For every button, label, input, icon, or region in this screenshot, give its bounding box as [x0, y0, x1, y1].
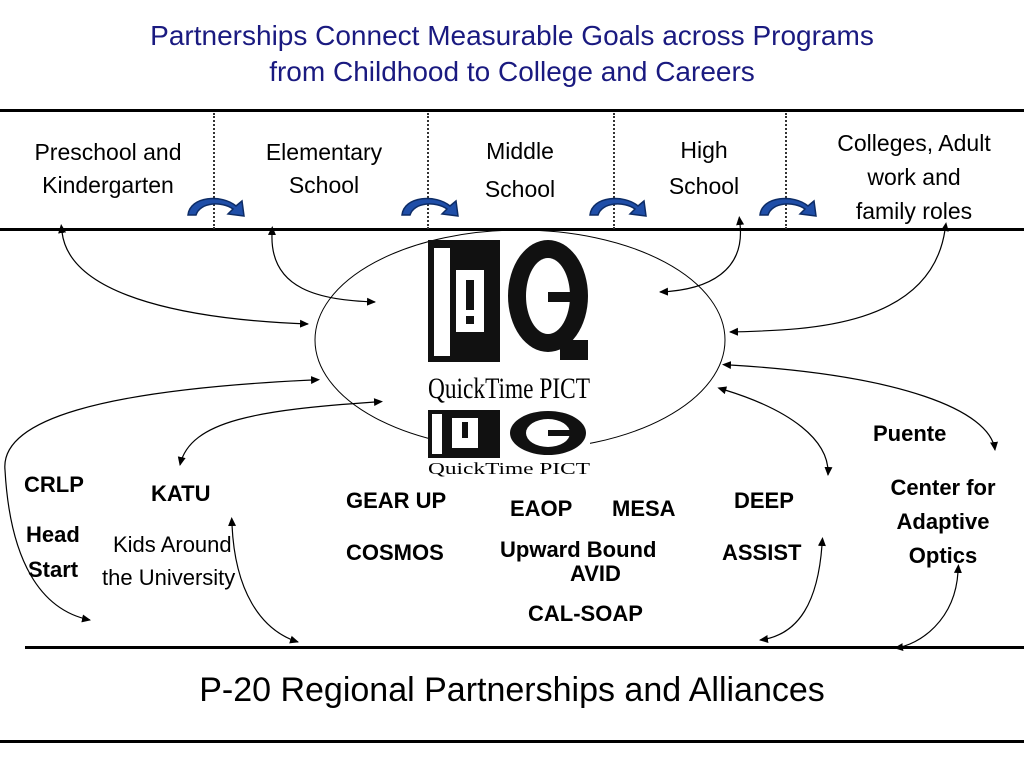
- program-puente: Puente: [873, 421, 947, 446]
- program-avid: AVID: [570, 561, 621, 586]
- connector-arrow: [722, 361, 998, 451]
- stage-preschool: Preschool and Kindergarten: [34, 139, 182, 198]
- program-kids-around-line1: Kids Around: [113, 532, 232, 557]
- footer-bottom-rule: [0, 740, 1024, 743]
- program-crlp: CRLP: [24, 472, 84, 497]
- stage-elementary: Elementary School: [265, 139, 383, 198]
- transition-arrow-icon: [759, 197, 817, 217]
- transition-arrow-icon: [589, 197, 647, 217]
- title-line-1: Partnerships Connect Measurable Goals ac…: [150, 20, 874, 51]
- connector-arrow: [729, 222, 949, 336]
- program-mesa: MESA: [612, 496, 676, 521]
- connector-arrow: [659, 216, 745, 296]
- program-eaop: EAOP: [510, 496, 573, 521]
- stage-college: Colleges, Adult work and family roles: [837, 130, 991, 224]
- program-upward-bound: Upward Bound: [500, 537, 657, 562]
- program-cosmos: COSMOS: [346, 540, 444, 565]
- program-head-start-line1: Head: [26, 522, 80, 547]
- connector-arrow: [267, 226, 376, 306]
- top-band-rule: [0, 109, 1024, 112]
- connector-arrow: [177, 398, 383, 466]
- stage-divider: [613, 113, 615, 229]
- program-assist: ASSIST: [722, 540, 802, 565]
- transition-arrow-icon: [401, 197, 459, 217]
- connector-arrow: [717, 386, 833, 476]
- program-katu: KATU: [151, 481, 211, 506]
- stage-divider: [785, 113, 787, 229]
- program-cal-soap: CAL-SOAP: [528, 601, 643, 626]
- stage-middle: Middle School: [484, 138, 556, 202]
- transition-arrow-icon: [187, 197, 245, 217]
- slide-title: Partnerships Connect Measurable Goals ac…: [0, 18, 1024, 90]
- program-deep: DEEP: [734, 488, 794, 513]
- mid-band-rule: [0, 228, 1024, 231]
- program-kids-around-line2: the University: [102, 565, 236, 590]
- stage-divider: [427, 113, 429, 229]
- connector-arrow: [759, 537, 826, 643]
- program-gear-up: GEAR UP: [346, 488, 447, 513]
- connector-arrow: [228, 517, 299, 644]
- footer-top-rule: [25, 646, 1024, 649]
- stage-divider: [213, 113, 215, 229]
- connector-arrow: [58, 224, 309, 328]
- quicktime-caption-small: QuickTime PICT: [428, 459, 591, 478]
- footer-title: P-20 Regional Partnerships and Alliances: [199, 671, 825, 709]
- connector-arrow: [4, 376, 320, 623]
- quicktime-caption-large: QuickTime PICT: [428, 372, 590, 405]
- connector-arrow: [894, 564, 962, 652]
- quicktime-placeholder-large: [428, 240, 590, 362]
- title-line-2: from Childhood to College and Careers: [269, 56, 755, 87]
- quicktime-placeholder-small: [428, 410, 590, 458]
- program-head-start-line2: Start: [28, 557, 79, 582]
- stage-high: High School: [668, 137, 740, 199]
- program-cao: Center for Adaptive Optics: [890, 475, 996, 568]
